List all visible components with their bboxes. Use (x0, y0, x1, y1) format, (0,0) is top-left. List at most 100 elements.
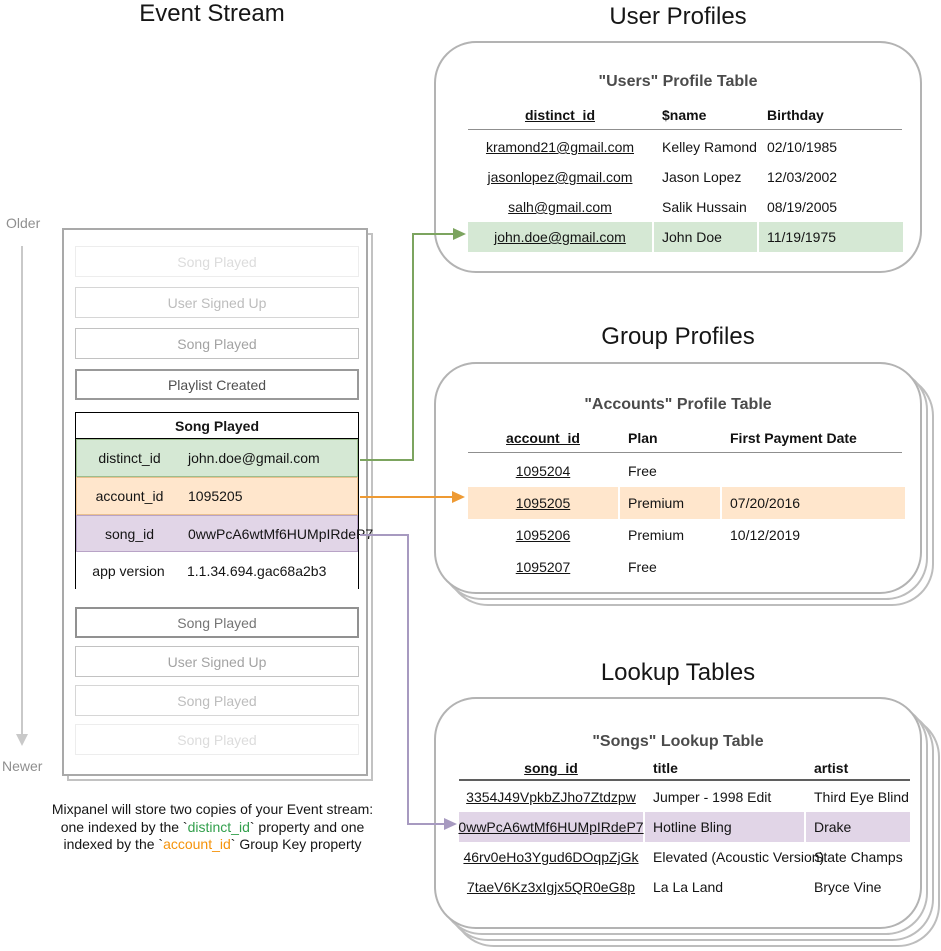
cell-title: La La Land (653, 879, 724, 895)
table-row: 1095207 Free (468, 551, 905, 583)
caption-line2-pre: one indexed by the ` (60, 818, 188, 835)
table-row: 3354J49VpkbZJho7Ztdzpw Jumper - 1998 Edi… (459, 782, 910, 812)
cell-distinct-id: kramond21@gmail.com (485, 139, 635, 155)
table-row: jasonlopez@gmail.com Jason Lopez 12/03/2… (468, 162, 905, 192)
cell-name: Kelley Ramond (662, 139, 757, 155)
cell-birthday: 08/19/2005 (767, 199, 838, 215)
event-stream-panel: Song Played User Signed Up Song Played P… (62, 228, 373, 776)
cell-distinct-id: john.doe@gmail.com (468, 222, 652, 252)
cell-birthday: 02/10/1985 (767, 139, 838, 155)
accounts-table-header: account_id Plan First Payment Date (468, 426, 905, 450)
caption-line3-pre: indexed by the ` (63, 836, 164, 852)
cell-birthday: 11/19/1975 (759, 222, 903, 252)
event-box: User Signed Up (75, 646, 359, 677)
property-key: song_id (104, 525, 155, 542)
cell-first-payment (722, 551, 905, 583)
table-row: 1095206 Premium 10/12/2019 (468, 519, 905, 551)
column-header: Plan (628, 430, 658, 446)
cell-title: Jumper - 1998 Edit (653, 789, 772, 805)
cell-name: Jason Lopez (662, 169, 742, 185)
songs-table-header: song_id title artist (459, 757, 910, 779)
timeline-arrow (16, 246, 28, 746)
event-property-row-app-version: app version 1.1.34.694.gac68a2b3 (76, 552, 358, 590)
property-value: 1.1.34.694.gac68a2b3 (187, 563, 327, 579)
cell-account-id: 1095204 (515, 463, 571, 479)
event-box: Song Played (75, 328, 359, 359)
property-key: distinct_id (98, 450, 161, 466)
header-divider (468, 452, 902, 453)
cell-song-id: 46rv0eHo3Ygud6DOqpZjGk (463, 849, 639, 865)
older-label: Older (6, 215, 41, 231)
event-stream-title: Event Stream (139, 0, 285, 27)
table-row: 1095204 Free (468, 455, 905, 487)
cell-artist: State Champs (814, 849, 903, 865)
cell-artist: Third Eye Blind (814, 789, 909, 805)
user-profiles-title: User Profiles (609, 3, 747, 30)
table-row: 46rv0eHo3Ygud6DOqpZjGk Elevated (Acousti… (459, 842, 910, 872)
cell-name: Salik Hussain (662, 199, 747, 215)
event-box: Song Played (75, 685, 359, 716)
cell-song-id: 3354J49VpkbZJho7Ztdzpw (466, 789, 636, 805)
header-divider (459, 779, 910, 781)
column-header: $name (662, 107, 707, 123)
event-detail-title: Song Played (76, 413, 358, 439)
cell-song-id: 0wwPcA6wtMf6HUMpIRdeP7 (458, 812, 644, 842)
cell-distinct-id: jasonlopez@gmail.com (487, 169, 633, 185)
caption-account-id-code: account_id (163, 836, 231, 852)
group-profiles-title: Group Profiles (601, 323, 755, 350)
caption-line1: Mixpanel will store two copies of your E… (51, 801, 374, 817)
cell-distinct-id: salh@gmail.com (508, 199, 612, 215)
cell-title: Elevated (Acoustic Version) (653, 849, 825, 865)
newer-label: Newer (2, 758, 43, 774)
cell-first-payment: 10/12/2019 (730, 527, 801, 543)
event-box: User Signed Up (75, 287, 359, 318)
caption-line2-post: ` property and one (249, 818, 365, 835)
table-row-highlighted: 0wwPcA6wtMf6HUMpIRdeP7 Hotline Bling Dra… (458, 812, 910, 842)
cell-plan: Premium (620, 487, 720, 519)
cell-title: Hotline Bling (645, 812, 804, 842)
column-header: artist (814, 760, 849, 776)
users-table-title: "Users" Profile Table (598, 73, 758, 90)
cell-plan: Premium (628, 527, 685, 543)
event-box: Song Played (75, 724, 359, 755)
songs-table-title: "Songs" Lookup Table (592, 733, 764, 750)
cell-account-id: 1095206 (515, 527, 571, 543)
table-row-highlighted: john.doe@gmail.com John Doe 11/19/1975 (468, 222, 905, 252)
cell-first-payment (722, 455, 905, 487)
table-row-highlighted: 1095205 Premium 07/20/2016 (468, 487, 905, 519)
users-table-header: distinct_id $name Birthday (468, 103, 905, 127)
table-row: 7taeV6Kz3xIgjx5QR0eG8p La La Land Bryce … (459, 872, 910, 902)
cell-artist: Drake (806, 812, 910, 842)
cell-song-id: 7taeV6Kz3xIgjx5QR0eG8p (466, 879, 636, 895)
footnote-caption: Mixpanel will store two copies of your E… (30, 801, 395, 854)
cell-birthday: 12/03/2002 (767, 169, 838, 185)
event-property-row-song-id: song_id 0wwPcA6wtMf6HUMpIRdeP7 (76, 515, 373, 552)
caption-line3-post: ` Group Key property (230, 836, 362, 852)
column-header: First Payment Date (730, 430, 857, 446)
cell-artist: Bryce Vine (814, 879, 882, 895)
column-header: title (653, 760, 678, 776)
cell-account-id: 1095207 (515, 559, 571, 575)
user-profiles-card: "Users" Profile Table distinct_id $name … (434, 41, 922, 273)
table-row: kramond21@gmail.com Kelley Ramond 02/10/… (468, 132, 905, 162)
lookup-tables-card: "Songs" Lookup Table song_id title artis… (434, 697, 922, 929)
caption-distinct-id-code: distinct_id (187, 818, 250, 835)
event-box: Playlist Created (75, 369, 359, 400)
property-value: 1095205 (188, 488, 243, 504)
property-key: app version (92, 563, 165, 579)
cell-account-id: 1095205 (468, 487, 618, 519)
header-divider (468, 129, 902, 130)
event-property-row-distinct-id: distinct_id john.doe@gmail.com (76, 439, 358, 477)
cell-plan: Free (628, 559, 657, 575)
property-key: account_id (95, 488, 164, 504)
group-profiles-card: "Accounts" Profile Table account_id Plan… (434, 362, 922, 594)
event-detail-card: Song Played distinct_id john.doe@gmail.c… (75, 412, 373, 590)
property-value: john.doe@gmail.com (188, 450, 320, 466)
column-header: distinct_id (524, 107, 595, 123)
event-property-row-account-id: account_id 1095205 (76, 477, 358, 515)
property-value: 0wwPcA6wtMf6HUMpIRdeP7 (188, 525, 374, 542)
event-box: Song Played (75, 607, 359, 638)
lookup-tables-title: Lookup Tables (600, 659, 756, 686)
column-header: Birthday (767, 107, 824, 123)
